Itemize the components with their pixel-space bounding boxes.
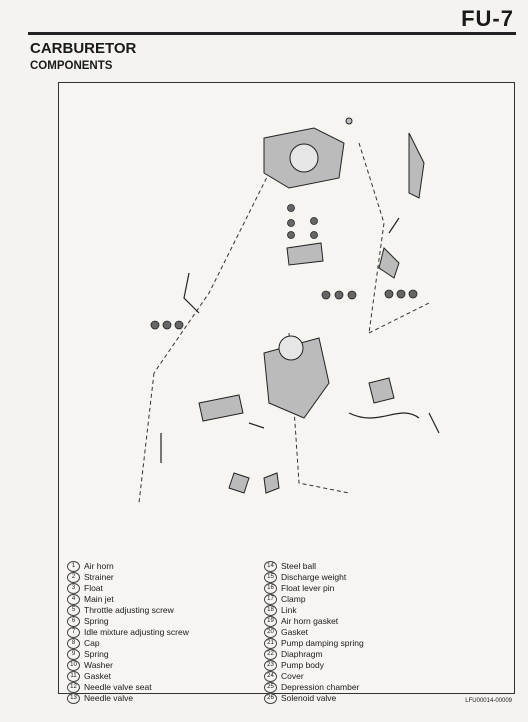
legend-item: 13 Needle valve [67, 693, 189, 704]
callout-number: 14 [264, 561, 277, 572]
callout-number: 16 [264, 583, 277, 594]
callout-number: 25 [264, 682, 277, 693]
legend-item: 7 Idle mixture adjusting screw [67, 627, 189, 638]
callout-number: 5 [67, 605, 80, 616]
legend-label: Washer [84, 660, 113, 670]
legend-label: Float lever pin [281, 583, 335, 593]
callout-number: 26 [264, 693, 277, 704]
figure-frame: 1 Air horn 2 Strainer 3 Float 4 Main jet 5 Th… [58, 82, 515, 704]
section-title: CARBURETOR [30, 40, 137, 57]
legend-label: Cover [281, 671, 304, 681]
callout-number: 7 [67, 627, 80, 638]
callout-number: 24 [264, 671, 277, 682]
legend-label: Diaphragm [281, 649, 323, 659]
legend-item: 21 Pump damping spring [264, 638, 364, 649]
callout-number: 3 [67, 583, 80, 594]
callout-number: 1 [67, 561, 80, 572]
legend-item: 20 Gasket [264, 627, 364, 638]
legend-item: 22 Diaphragm [264, 649, 364, 660]
legend-item: 2 Strainer [67, 572, 189, 583]
exploded-view-diagram [138, 117, 440, 504]
callout-number: 9 [67, 649, 80, 660]
legend-label: Spring [84, 649, 109, 659]
legend-item: 24 Cover [264, 671, 364, 682]
legend-label: Solenoid valve [281, 693, 337, 703]
legend-label: Cap [84, 638, 100, 648]
legend-item: 12 Needle valve seat [67, 682, 189, 693]
callout-number: 2 [67, 572, 80, 583]
legend-item: 25 Depression chamber [264, 682, 364, 693]
legend-label: Strainer [84, 572, 114, 582]
legend-item: 9 Spring [67, 649, 189, 660]
legend-item: 5 Throttle adjusting screw [67, 605, 189, 616]
callout-number: 17 [264, 594, 277, 605]
legend-label: Steel ball [281, 561, 316, 571]
legend-left: 1 Air horn 2 Strainer 3 Float 4 Main jet 5 Th… [67, 561, 189, 704]
callout-number: 12 [67, 682, 80, 693]
section-subtitle: COMPONENTS [30, 60, 113, 72]
legend-item: 6 Spring [67, 616, 189, 627]
legend-label: Needle valve seat [84, 682, 152, 692]
document-id: LFU00014-00009 [465, 698, 512, 704]
legend-item: 15 Discharge weight [264, 572, 364, 583]
legend-item: 16 Float lever pin [264, 583, 364, 594]
legend-item: 1 Air horn [67, 561, 189, 572]
callout-number: 22 [264, 649, 277, 660]
legend-item: 17 Clamp [264, 594, 364, 605]
legend-item: 11 Gasket [67, 671, 189, 682]
legend-right: 14 Steel ball 15 Discharge weight 16 Float … [264, 561, 364, 704]
callout-number: 15 [264, 572, 277, 583]
legend-item: 8 Cap [67, 638, 189, 649]
legend-item: 10 Washer [67, 660, 189, 671]
legend-item: 14 Steel ball [264, 561, 364, 572]
top-rule [28, 32, 516, 35]
callout-number: 11 [67, 671, 80, 682]
callout-number: 20 [264, 627, 277, 638]
legend-label: Idle mixture adjusting screw [84, 627, 189, 637]
callout-number: 23 [264, 660, 277, 671]
callout-number: 21 [264, 638, 277, 649]
legend-label: Air horn gasket [281, 616, 339, 626]
callout-number: 18 [264, 605, 277, 616]
legend-label: Throttle adjusting screw [84, 605, 174, 615]
callout-number: 8 [67, 638, 80, 649]
legend-label: Link [281, 605, 297, 615]
legend-label: Gasket [84, 671, 111, 681]
legend-label: Depression chamber [281, 682, 360, 692]
legend-label: Main jet [84, 594, 114, 604]
callout-number: 13 [67, 693, 80, 704]
legend-label: Pump body [281, 660, 324, 670]
callout-number: 19 [264, 616, 277, 627]
legend-label: Discharge weight [281, 572, 347, 582]
legend-item: 23 Pump body [264, 660, 364, 671]
legend-item: 18 Link [264, 605, 364, 616]
legend-label: Pump damping spring [281, 638, 364, 648]
legend-item: 26 Solenoid valve [264, 693, 364, 704]
legend-label: Needle valve [84, 693, 134, 703]
page-code: FU-7 [461, 6, 514, 31]
legend-label: Float [84, 583, 103, 593]
legend-label: Gasket [281, 627, 308, 637]
callout-number: 4 [67, 594, 80, 605]
callout-number: 6 [67, 616, 80, 627]
callout-number: 10 [67, 660, 80, 671]
legend-item: 3 Float [67, 583, 189, 594]
legend-label: Clamp [281, 594, 306, 604]
legend-item: 4 Main jet [67, 594, 189, 605]
legend-label: Spring [84, 616, 109, 626]
legend-label: Air horn [84, 561, 114, 571]
legend-item: 19 Air horn gasket [264, 616, 364, 627]
